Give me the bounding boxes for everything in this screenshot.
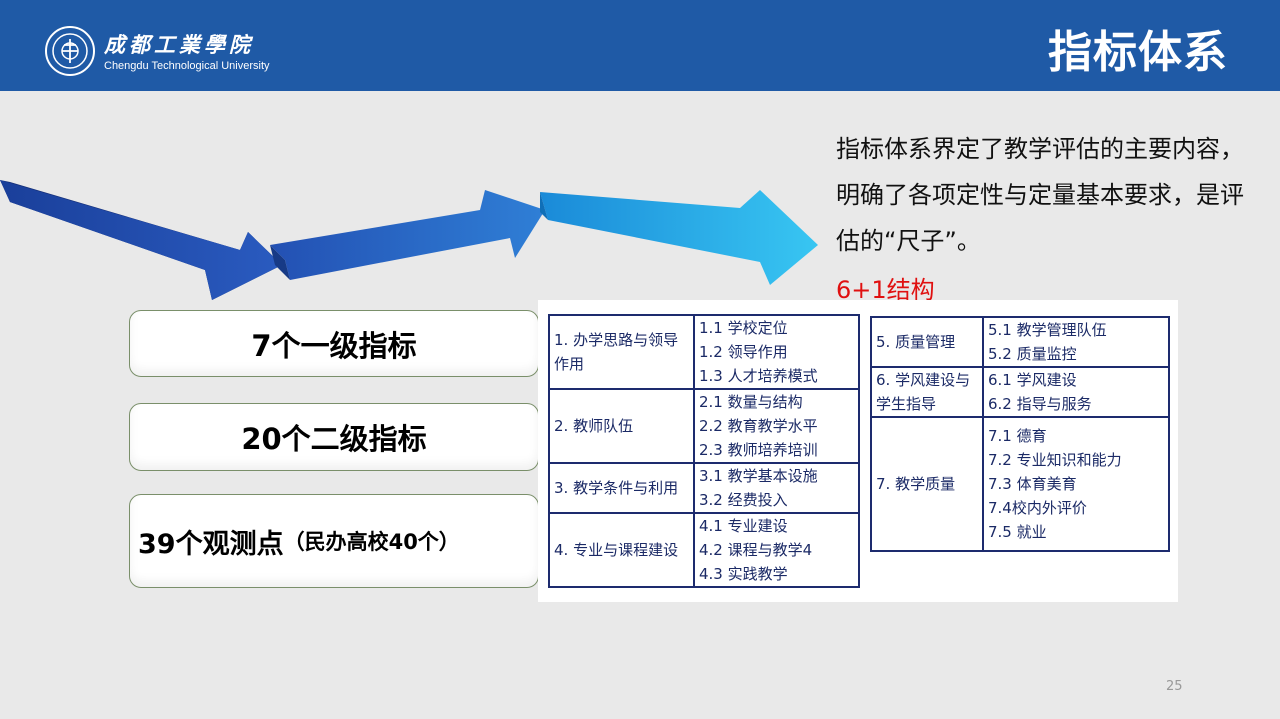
arrow-segment-2-side (270, 245, 290, 280)
level2-indicator-box: 20个二级指标 (129, 403, 539, 471)
observation-main-text: 39个观测点 (138, 528, 284, 560)
table-cell-label: 5. 质量管理 (870, 316, 984, 368)
table-cell-label: 1. 办学思路与领导作用 (548, 314, 695, 390)
level1-indicator-box: 7个一级指标 (129, 310, 539, 377)
observation-paren-text: （民办高校40个） (283, 530, 460, 554)
arrow-graphic (0, 180, 818, 300)
logo-chinese-name: 成都工業學院 (104, 32, 254, 57)
logo-english-name: Chengdu Technological University (104, 60, 270, 72)
intro-text: 指标体系界定了教学评估的主要内容，明确了各项定性与定量基本要求，是评估的“尺子”… (836, 135, 1244, 255)
arrow-segment-2 (270, 190, 545, 280)
arrow-segment-3 (540, 190, 818, 285)
structure-label: 6+1结构 (836, 276, 935, 304)
university-seal-icon (45, 26, 95, 76)
table-cell-label: 3. 教学条件与利用 (548, 462, 695, 514)
header-bar: 成都工業學院 Chengdu Technological University … (0, 0, 1280, 91)
table-cell-label: 7. 教学质量 (870, 416, 984, 552)
table-cell-label: 2. 教师队伍 (548, 388, 695, 464)
page-title: 指标体系 (1048, 27, 1228, 78)
arrow-segment-3-side (540, 192, 548, 220)
arrow-segment-1-face (0, 180, 282, 300)
slide-number: 25 (1166, 679, 1183, 694)
observation-point-box: 39个观测点（民办高校40个） (129, 494, 539, 588)
table-cell-label: 4. 专业与课程建设 (548, 512, 695, 588)
table-cell-label: 6. 学风建设与学生指导 (870, 366, 984, 418)
